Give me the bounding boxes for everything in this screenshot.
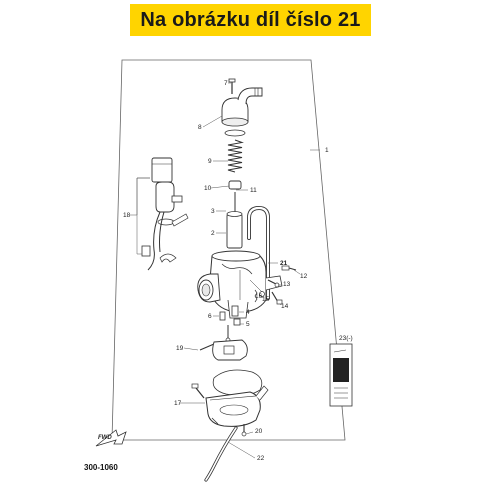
callout-label-part-22: 22: [257, 455, 265, 462]
callout-label-part-21: 21: [280, 260, 288, 267]
callout-label-part-17: 17: [174, 400, 182, 407]
leader-line-part-20: [245, 431, 254, 435]
part-17-float-bowl: [191, 383, 269, 427]
callout-label-part-6: 6: [208, 313, 212, 320]
callout-label-part-5: 5: [246, 321, 250, 328]
callout-label-part-15: 15: [262, 296, 270, 303]
fwd-arrow-icon: [95, 429, 127, 447]
part-12-screw: [281, 265, 297, 271]
leader-line-part-16: [255, 293, 258, 296]
choke-clamp: [159, 253, 177, 263]
banner-text: Na obrázku díl číslo 21: [140, 8, 361, 31]
part-8-cap: [221, 87, 263, 137]
part-10-retainer: [228, 180, 242, 190]
part-19-float: [199, 325, 248, 361]
callout-label-part-13: 13: [283, 281, 291, 288]
part-5-jet: [233, 318, 241, 326]
part-6-jet: [219, 311, 226, 321]
callout-label-part-1: 1: [325, 147, 329, 154]
label-part-23: 23(-): [339, 335, 353, 342]
callout-label-part-12: 12: [300, 273, 308, 280]
part-23-label-card: [329, 343, 353, 407]
leader-line-part-15: [261, 295, 264, 299]
leader-line-part-12: [293, 269, 301, 275]
float-bowl-gasket: [212, 369, 263, 396]
callout-label-part-11: 11: [250, 187, 257, 194]
part-16-spring: [254, 289, 258, 303]
callout-label-part-20: 20: [255, 428, 263, 435]
part-7-screw: [228, 78, 236, 94]
callout-label-part-9: 9: [208, 158, 212, 165]
diagram-code: 300-1060: [84, 463, 118, 472]
callout-label-part-3: 3: [211, 208, 215, 215]
callout-label-part-14: 14: [281, 303, 289, 310]
callout-label-part-19: 19: [176, 345, 184, 352]
gasket-ring: [224, 129, 246, 137]
callout-label-part-8: 8: [198, 124, 202, 131]
callout-label-part-4: 4: [246, 309, 250, 316]
leader-line-part-10: [210, 185, 230, 189]
callout-label-part-7: 7: [224, 80, 228, 87]
leader-line-part-8: [202, 115, 223, 128]
part-4-jet: [231, 305, 239, 317]
leader-line-part-14: [279, 303, 282, 306]
callout-label-part-18: 18: [123, 212, 131, 219]
part-14-screw: [271, 291, 283, 305]
callout-label-part-10: 10: [204, 185, 212, 192]
leader-line-part-18: [130, 177, 150, 255]
title-banner: Na obrázku díl číslo 21: [130, 4, 371, 36]
assembly-frame: [111, 59, 346, 441]
part-9-spring: [227, 139, 244, 173]
callout-label-part-16: 16: [255, 293, 263, 300]
leader-line-part-19: [183, 347, 199, 351]
part-3-throttle-valve: [226, 211, 243, 249]
part-18-auto-choke: [141, 157, 189, 271]
fwd-label: FWD: [98, 435, 112, 441]
leader-line-part-22: [227, 441, 256, 459]
callout-label-part-2: 2: [211, 230, 215, 237]
